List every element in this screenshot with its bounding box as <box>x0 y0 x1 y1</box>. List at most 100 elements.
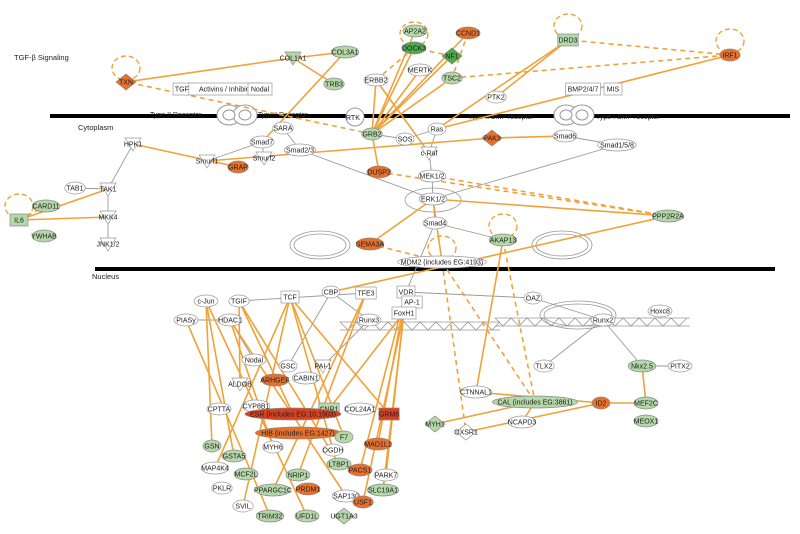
gene-node-smad2-3[interactable]: Smad2/3 <box>284 143 316 157</box>
gene-node-mkk4[interactable]: MKK4 <box>98 210 118 225</box>
gene-node-hoxc8[interactable]: Hoxc8 <box>647 304 673 318</box>
gene-node-sara[interactable]: SARA <box>272 121 294 135</box>
gene-node-myh6[interactable]: MYH6 <box>262 440 284 454</box>
gene-node-txn[interactable]: TXN <box>115 73 137 91</box>
gene-node-runx3[interactable]: Runx3 <box>356 313 382 327</box>
gene-node-gsn[interactable]: GSN <box>202 439 222 453</box>
gene-node-hpk1[interactable]: HPK1 <box>124 137 142 152</box>
gene-node-cptta[interactable]: CPTTA <box>206 402 232 416</box>
gene-node-mef2c[interactable]: MEF2C <box>633 396 659 410</box>
gene-node-tgif[interactable]: TGIF <box>228 294 250 308</box>
gene-node-mcf2l[interactable]: MCF2L <box>233 467 259 481</box>
gene-node-mdm2-includes-eg-4193[interactable]: MDM2 (includes EG:4193) <box>397 255 487 269</box>
gene-node-mad1l1[interactable]: MAD1L1 <box>363 437 393 451</box>
gene-node-cabin1[interactable]: CABIN1 <box>291 371 321 385</box>
gene-node-aldob[interactable]: ALDOB <box>228 377 252 392</box>
gene-node-smurf2[interactable]: Smurf2 <box>253 151 276 166</box>
gene-node-f7[interactable]: F7 <box>334 430 354 444</box>
gene-node-grm8[interactable]: GRM8 <box>378 407 400 421</box>
gene-node-cal-includes-eg-3861[interactable]: CAL (includes EG:3861) <box>492 395 578 409</box>
gene-node-smad1-5-8[interactable]: Smad1/5/8 <box>597 138 637 152</box>
gene-node-ppargc1c[interactable]: PPARGC1C <box>254 483 292 497</box>
gene-node-pai-1[interactable]: PAI-1 <box>314 359 332 374</box>
gene-node-pklr[interactable]: PKLR <box>211 481 233 495</box>
gene-node-smad7[interactable]: Smad7 <box>249 135 275 149</box>
gene-node-pitx2[interactable]: PITX2 <box>667 359 693 373</box>
gene-node-mis[interactable]: MIS <box>603 82 623 96</box>
gene-node-mertk[interactable]: MERTK <box>407 63 433 77</box>
gene-node-tlx2[interactable]: TLX2 <box>533 359 555 373</box>
gene-node-slc19a1[interactable]: SLC19A1 <box>367 483 399 497</box>
gene-node-myh1[interactable]: MYH1 <box>424 415 446 433</box>
gene-node-ogdh[interactable]: OGDH <box>322 443 344 457</box>
gene-node-nrip1[interactable]: NRIP1 <box>285 468 311 482</box>
gene-node-gsc[interactable]: GSC <box>278 359 298 373</box>
gene-node-sos[interactable]: SOS <box>395 132 415 146</box>
gene-node-tsc2[interactable]: TSC2 <box>441 71 463 85</box>
gene-node-ppp2r2a[interactable]: PPP2R2A <box>652 209 684 223</box>
gene-node-col24a1[interactable]: COL24A1 <box>344 402 376 416</box>
gene-node-ltbp1[interactable]: LTBP1 <box>326 457 352 471</box>
gene-node-arhgef[interactable]: ARHGEF <box>260 373 290 387</box>
gene-node-c-jun[interactable]: c-Jun <box>193 294 219 308</box>
gene-node-tak1[interactable]: TAK1 <box>99 182 117 197</box>
gene-node-drd3[interactable]: DRD3 <box>557 33 579 47</box>
gene-node-card11[interactable]: CARD11 <box>31 199 61 213</box>
gene-node-tcf[interactable]: TCF <box>280 290 300 304</box>
gene-node-oxsr1[interactable]: OXSR1 <box>454 423 478 441</box>
gene-node-hdac1[interactable]: HDAC1 <box>217 313 243 327</box>
gene-node-id2[interactable]: ID2 <box>591 396 611 410</box>
gene-node-ywhab[interactable]: YWHAB <box>31 229 57 243</box>
gene-node-ccnd1[interactable]: CCND1 <box>455 26 481 40</box>
gene-node-prdm1[interactable]: PRDM1 <box>295 482 321 496</box>
gene-node-ugt1a3[interactable]: UGT1A3 <box>330 507 358 525</box>
gene-node-trim32[interactable]: TRIM32 <box>255 509 285 523</box>
gene-node-grb2[interactable]: GRB2 <box>361 127 383 141</box>
gene-node-runx2[interactable]: Runx2 <box>590 313 616 327</box>
gene-node-pacs1[interactable]: PACS1 <box>347 463 373 477</box>
gene-node-usf1[interactable]: USF1 <box>352 495 374 509</box>
gene-node-mek1-2[interactable]: MEK1/2 <box>417 169 447 183</box>
gene-node-il6[interactable]: IL6 <box>9 213 29 227</box>
gene-node-meox1[interactable]: MEOX1 <box>633 414 659 428</box>
gene-node-piasy[interactable]: PIASy <box>173 313 199 327</box>
gene-node-smurf1[interactable]: Smurf1 <box>196 154 219 169</box>
gene-node-svil[interactable]: SVIL <box>232 499 254 513</box>
gene-node-dock3[interactable]: DOCK3 <box>401 41 427 55</box>
gene-node-gsta5[interactable]: GSTA5 <box>221 449 247 463</box>
gene-node-erk1-2[interactable]: ERK1/2 <box>418 192 448 206</box>
gene-node-ufd1l[interactable]: UFD1L <box>294 509 320 523</box>
gene-node-map4k4[interactable]: MAP4K4 <box>200 461 230 475</box>
gene-node-ap-1[interactable]: AP-1 <box>401 295 423 309</box>
gene-node-park7[interactable]: PARK7 <box>373 468 399 482</box>
gene-node-col3a1[interactable]: COL3A1 <box>330 45 360 59</box>
gene-node-nf1[interactable]: NF1 <box>441 47 463 65</box>
gene-node-smad6[interactable]: Smad6 <box>552 129 578 143</box>
gene-node-tab1[interactable]: TAB1 <box>64 181 86 195</box>
gene-node-ctnnal1[interactable]: CTNNAL1 <box>460 385 492 399</box>
gene-node-cbp[interactable]: CBP <box>321 285 341 299</box>
gene-node-ap2a2[interactable]: AP2A2 <box>402 24 428 38</box>
gene-node-ras[interactable]: Ras <box>427 122 447 136</box>
gene-node-nodal[interactable]: Nodal <box>247 82 273 96</box>
gene-node-trb3[interactable]: TRB3 <box>323 77 345 91</box>
gene-node-grap[interactable]: GRAP <box>227 160 249 174</box>
gene-node-ptk2[interactable]: PTK2 <box>485 90 507 104</box>
gene-node-nkx2-5[interactable]: Nkx2.5 <box>627 359 657 373</box>
gene-node-dusp2[interactable]: DUSP2 <box>366 165 392 179</box>
gene-node-foxh1[interactable]: FoxH1 <box>391 306 417 320</box>
gene-node-nodal[interactable]: Nodal <box>241 353 267 367</box>
gene-node-akap13[interactable]: AKAP13 <box>488 233 518 247</box>
gene-node-tfe3[interactable]: TFE3 <box>355 286 377 300</box>
gene-node-oaz[interactable]: OAZ <box>523 291 543 305</box>
gene-node-bmp2-4-7[interactable]: BMP2/4/7 <box>565 82 601 96</box>
gene-node-hib-includes-eg-1427[interactable]: HIB (includes EG:1427) <box>255 426 341 440</box>
gene-node-smad4[interactable]: Smad4 <box>422 216 448 230</box>
gene-node-c-raf[interactable]: c-Raf <box>420 146 438 161</box>
gene-node-irf1[interactable]: IRF1 <box>719 48 741 62</box>
gene-node-jnk1-2[interactable]: JNK1/2 <box>97 237 120 252</box>
gene-node-esr-includes-eg-10-1903[interactable]: ESR (includes EG:10,1903) <box>244 407 342 421</box>
gene-node-sema3a[interactable]: SEMA3A <box>356 237 385 251</box>
gene-node-ncapd3[interactable]: NCAPD3 <box>508 415 537 429</box>
gene-node-pak3[interactable]: PAK3 <box>481 129 503 147</box>
